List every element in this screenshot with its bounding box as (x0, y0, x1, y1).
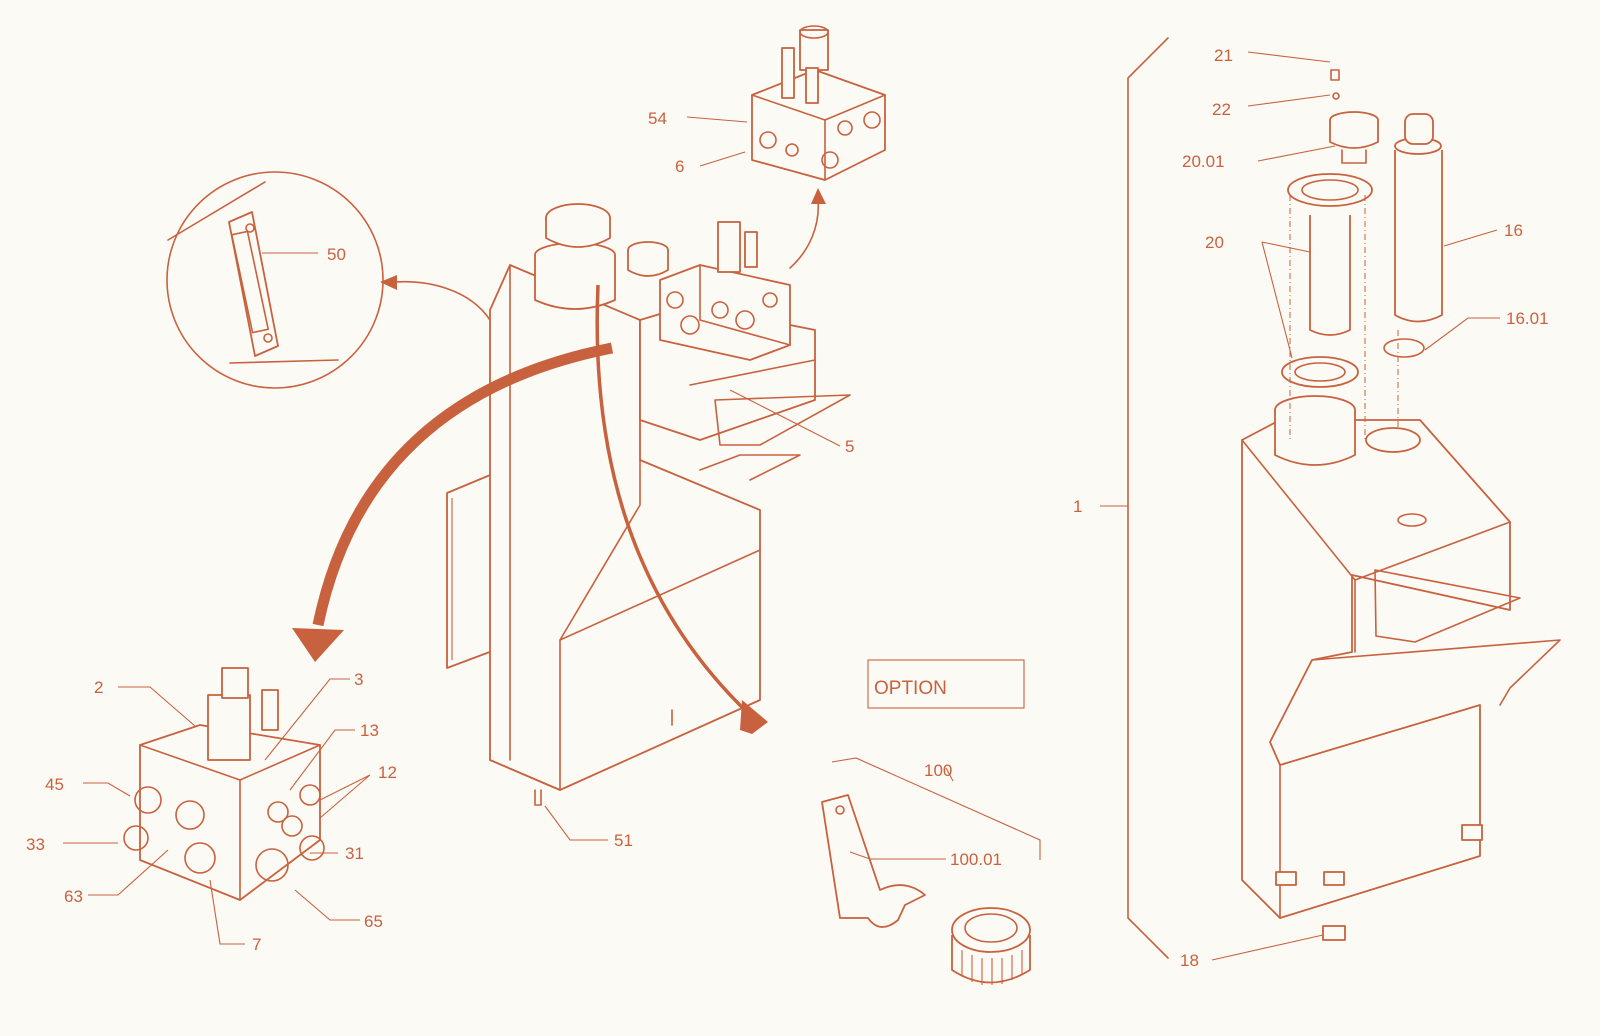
callout-50: 50 (327, 245, 346, 264)
callout-100: 100 (924, 761, 952, 780)
callout-16-01: 16.01 (1506, 309, 1549, 328)
callout-2: 2 (94, 678, 103, 697)
leader-lines (63, 51, 1500, 961)
right-tank-assembly (1127, 37, 1561, 959)
callout-20: 20 (1205, 233, 1224, 252)
sight-glass-detail (166, 171, 384, 389)
callout-16: 16 (1504, 221, 1523, 240)
callout-65: 65 (364, 912, 383, 931)
callout-20-01: 20.01 (1182, 152, 1225, 171)
callout-1: 1 (1073, 497, 1082, 516)
option-tool-assembly (821, 659, 1031, 985)
main-tank-assembly (446, 203, 851, 806)
callout-7: 7 (252, 935, 261, 954)
callout-12: 12 (378, 763, 397, 782)
callout-18: 18 (1180, 951, 1199, 970)
callout-31: 31 (345, 844, 364, 863)
callout-13: 13 (360, 721, 379, 740)
callout-5: 5 (845, 437, 854, 456)
option-label: OPTION (874, 678, 947, 699)
callout-3: 3 (354, 670, 363, 689)
callout-labels: 1 2 3 5 6 7 12 13 16 16.01 18 20 20.01 2… (26, 46, 1549, 970)
callout-21: 21 (1214, 46, 1233, 65)
exploded-valve-block (123, 667, 325, 901)
callout-22: 22 (1212, 100, 1231, 119)
callout-45: 45 (45, 775, 64, 794)
callout-100-01: 100.01 (950, 850, 1002, 869)
callout-63: 63 (64, 887, 83, 906)
callout-33: 33 (26, 835, 45, 854)
flow-arrows (292, 188, 826, 734)
callout-54: 54 (648, 109, 667, 128)
top-valve-block (751, 25, 886, 181)
callout-6: 6 (675, 157, 684, 176)
callout-51: 51 (614, 831, 633, 850)
